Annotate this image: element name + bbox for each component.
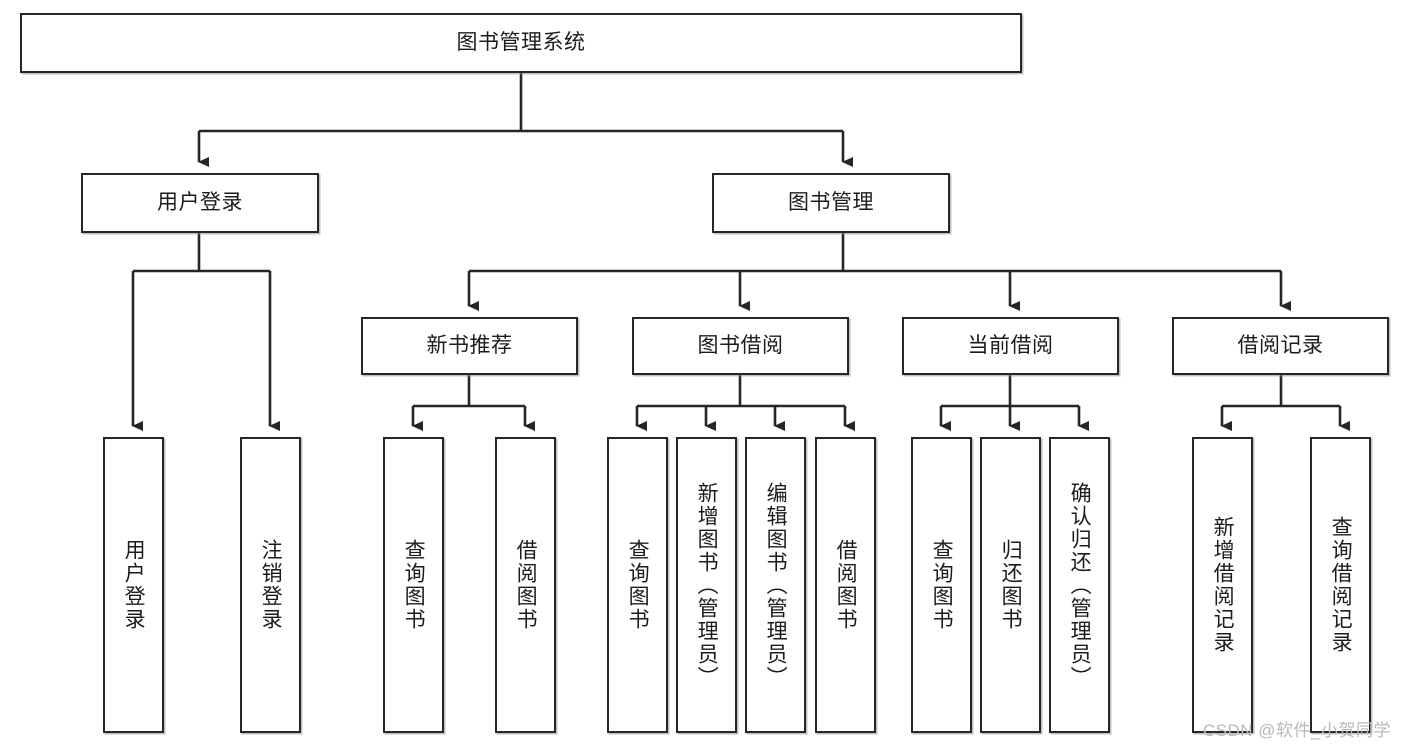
leaf-book-borrow-2[interactable]: 新增图书（管理员）: [676, 437, 737, 733]
csdn-watermark: CSDN @软件_小贺同学: [1202, 721, 1391, 740]
node-current-borrow[interactable]: 当前借阅: [902, 317, 1119, 375]
leaf-current-borrow-1-label: 查询图书: [930, 539, 954, 631]
leaf-borrow-record-1-label: 新增借阅记录: [1211, 516, 1235, 654]
node-user-login-label: 用户登录: [157, 190, 243, 214]
node-user-login[interactable]: 用户登录: [81, 173, 319, 233]
node-root-label: 图书管理系统: [456, 30, 586, 54]
leaf-user-login-2-label: 注销登录: [259, 539, 283, 631]
node-root[interactable]: 图书管理系统: [20, 13, 1022, 73]
leaf-borrow-record-2[interactable]: 查询借阅记录: [1310, 437, 1371, 733]
leaf-new-book-2-label: 借阅图书: [514, 539, 538, 631]
leaf-book-borrow-2-label: 新增图书（管理员）: [695, 481, 719, 689]
leaf-book-borrow-3-label: 编辑图书（管理员）: [764, 481, 788, 689]
node-borrow-record-label: 借阅记录: [1237, 333, 1324, 357]
node-new-book-recommend[interactable]: 新书推荐: [361, 317, 578, 375]
node-book-management-label: 图书管理: [788, 190, 874, 214]
leaf-book-borrow-4[interactable]: 借阅图书: [815, 437, 876, 733]
leaf-current-borrow-3-label: 确认归还（管理员）: [1068, 481, 1092, 689]
leaf-user-login-1[interactable]: 用户登录: [103, 437, 164, 733]
leaf-borrow-record-1[interactable]: 新增借阅记录: [1192, 437, 1253, 733]
node-book-management[interactable]: 图书管理: [712, 173, 950, 233]
leaf-book-borrow-1-label: 查询图书: [626, 539, 650, 631]
leaf-new-book-2[interactable]: 借阅图书: [495, 437, 556, 733]
leaf-book-borrow-4-label: 借阅图书: [834, 539, 858, 631]
leaf-book-borrow-3[interactable]: 编辑图书（管理员）: [745, 437, 806, 733]
node-borrow-record[interactable]: 借阅记录: [1172, 317, 1389, 375]
leaf-current-borrow-2[interactable]: 归还图书: [980, 437, 1041, 733]
node-new-book-recommend-label: 新书推荐: [426, 333, 513, 357]
leaf-book-borrow-1[interactable]: 查询图书: [607, 437, 668, 733]
leaf-user-login-1-label: 用户登录: [122, 539, 146, 631]
leaf-borrow-record-2-label: 查询借阅记录: [1329, 516, 1353, 654]
leaf-current-borrow-1[interactable]: 查询图书: [911, 437, 972, 733]
node-book-borrow-label: 图书借阅: [697, 333, 784, 357]
leaf-new-book-1[interactable]: 查询图书: [383, 437, 444, 733]
node-book-borrow[interactable]: 图书借阅: [632, 317, 849, 375]
leaf-current-borrow-2-label: 归还图书: [999, 539, 1023, 631]
leaf-current-borrow-3[interactable]: 确认归还（管理员）: [1049, 437, 1110, 733]
leaf-new-book-1-label: 查询图书: [402, 539, 426, 631]
leaf-user-login-2[interactable]: 注销登录: [240, 437, 301, 733]
node-current-borrow-label: 当前借阅: [967, 333, 1054, 357]
